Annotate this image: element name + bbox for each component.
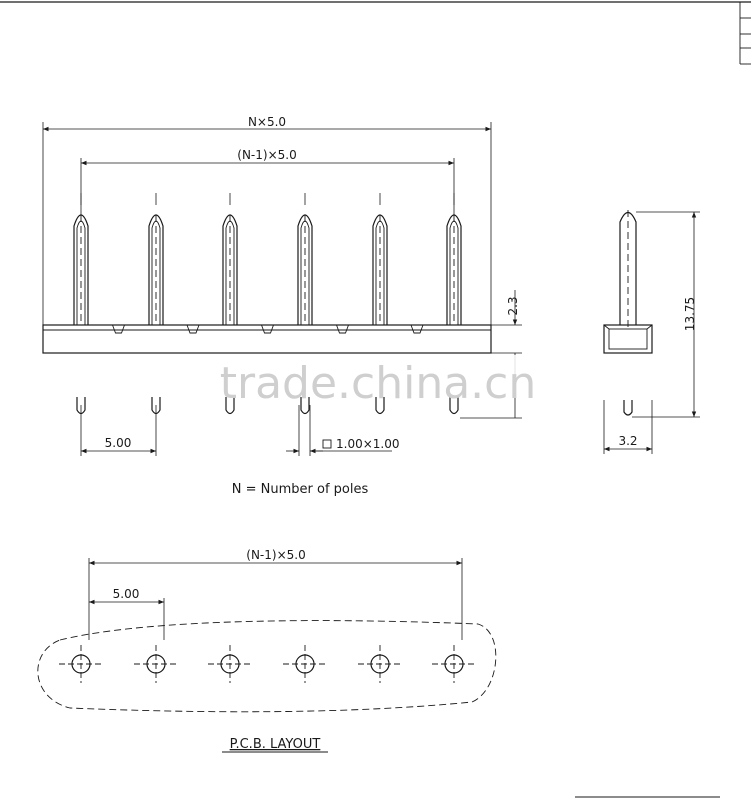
watermark: trade.china.cn: [30, 355, 610, 409]
pcb-layout: (N-1)×5.0 5.00 P.C.B. LAYOUT: [37, 548, 497, 753]
housing: [42, 324, 492, 354]
pin: [222, 193, 238, 415]
pcb-hole: [283, 645, 327, 683]
dim-side-height-label: 13.75: [683, 297, 697, 331]
dim-span: (N-1)×5.0: [80, 148, 455, 215]
dim-pitch-label: 5.00: [105, 436, 132, 450]
front-view: N×5.0 (N-1)×5.0 2.3: [42, 115, 522, 456]
pcb-dim-span-label: (N-1)×5.0: [246, 548, 305, 562]
pcb-hole: [134, 645, 178, 683]
pcb-hole: [59, 645, 103, 683]
pin: [148, 193, 164, 415]
dim-total: N×5.0: [42, 115, 492, 330]
square-icon: [322, 439, 332, 449]
dim-height-top-label: 2.3: [506, 296, 520, 315]
watermark-text: trade.china.cn: [220, 358, 537, 409]
housing-notch: [410, 324, 424, 334]
side-view: 13.75 3.2: [603, 210, 700, 454]
dim-pin-size-label: 1.00×1.00: [336, 437, 400, 451]
dim-total-label: N×5.0: [248, 115, 286, 129]
poles-legend: N = Number of poles: [232, 482, 369, 497]
pin: [372, 193, 388, 415]
pin: [446, 193, 462, 415]
housing-notch: [336, 324, 349, 334]
pcb-hole: [358, 645, 402, 683]
housing-notch: [186, 324, 200, 334]
pcb-hole: [208, 645, 252, 683]
housing-notch: [261, 324, 274, 334]
pin: [297, 193, 313, 415]
dim-side-width-label: 3.2: [618, 434, 637, 448]
housing-notch: [112, 324, 125, 334]
pcb-dim-pitch-label: 5.00: [113, 587, 140, 601]
dim-pitch: 5.00: [80, 405, 157, 456]
pcb-title: P.C.B. LAYOUT: [230, 737, 321, 752]
pcb-hole: [432, 645, 476, 683]
dim-span-label: (N-1)×5.0: [237, 148, 296, 162]
dim-height-top: 2.3: [460, 290, 522, 419]
pcb-holes: [59, 645, 476, 683]
dim-pin-size: 1.00×1.00: [286, 405, 400, 456]
